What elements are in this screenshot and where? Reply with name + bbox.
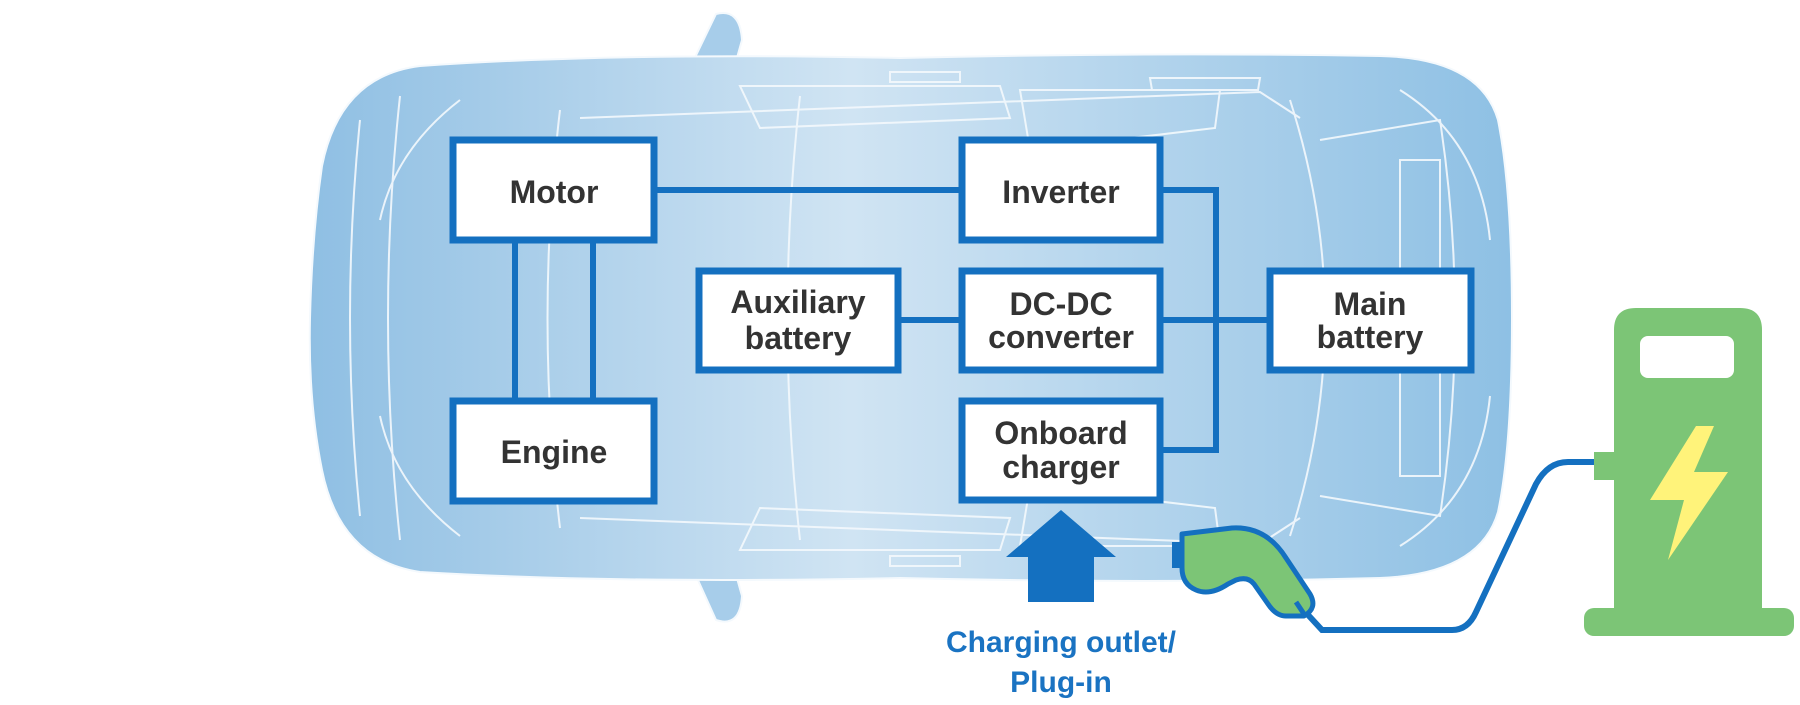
up-arrow-icon: [1006, 510, 1116, 602]
inverter-label: Inverter: [1002, 174, 1119, 210]
component-boxes: Motor Engine Inverter Auxiliary battery …: [449, 136, 1475, 505]
charging-outlet-label: Charging outlet/ Plug-in: [946, 626, 1177, 699]
onboard-charger-label-line2: charger: [1002, 449, 1119, 485]
lightning-bolt-icon: [1650, 426, 1728, 560]
charging-cable: [1295, 459, 1596, 633]
engine-box: Engine: [449, 397, 658, 505]
main-battery-label-line1: Main: [1334, 286, 1407, 322]
dcdc-converter-label-line2: converter: [988, 319, 1134, 355]
auxiliary-battery-label-line1: Auxiliary: [730, 284, 865, 320]
main-battery-label-line2: battery: [1317, 319, 1424, 355]
charging-station-icon: [1584, 308, 1794, 636]
charging-plug-icon: [1172, 525, 1316, 619]
motor-box: Motor: [449, 136, 658, 244]
auxiliary-battery-label-line2: battery: [745, 320, 852, 356]
onboard-charger-label-line1: Onboard: [994, 415, 1127, 451]
engine-label: Engine: [501, 434, 608, 470]
main-battery-box: Main battery: [1266, 267, 1475, 374]
dcdc-converter-box: DC-DC converter: [958, 267, 1164, 374]
auxiliary-battery-box: Auxiliary battery: [695, 267, 902, 374]
charging-outlet-label-line2: Plug-in: [1010, 666, 1112, 699]
motor-label: Motor: [510, 174, 599, 210]
dcdc-converter-label-line1: DC-DC: [1009, 286, 1112, 322]
connection-lines: [512, 187, 1270, 453]
charging-outlet-label-line1: Charging outlet/: [946, 626, 1177, 659]
inverter-box: Inverter: [958, 136, 1164, 244]
onboard-charger-box: Onboard charger: [958, 397, 1164, 504]
